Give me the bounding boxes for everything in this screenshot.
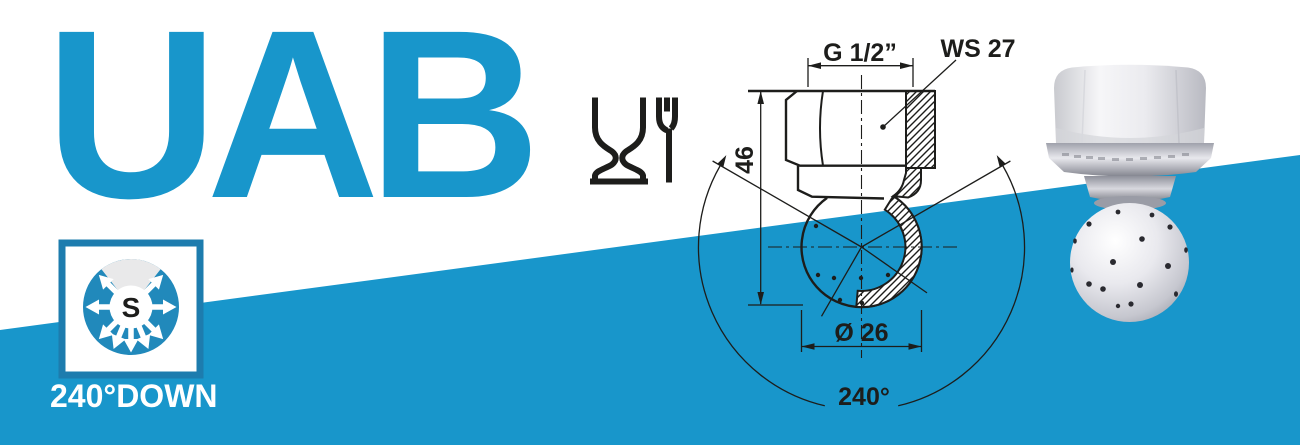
spray-pattern-icon: S <box>58 239 204 379</box>
food-safe-glass-fork-icon <box>590 97 678 185</box>
ball-holes <box>1070 209 1188 309</box>
no-spray-sector <box>101 259 161 291</box>
spray-angle-caption: 240°DOWN <box>50 378 218 414</box>
wrench-size-label: WS 27 <box>940 35 1015 63</box>
centerlines <box>712 75 1011 358</box>
glass-icon <box>590 97 648 185</box>
engraving-marks <box>1062 153 1189 161</box>
thread-size-label: G 1/2” <box>823 39 897 67</box>
wrench-size-leader <box>880 59 957 130</box>
blue-band-shape <box>0 155 1300 445</box>
thread-dimension <box>807 58 914 87</box>
height-dimension <box>748 91 803 306</box>
nozzle-type-letter: S <box>122 292 141 323</box>
badge-center <box>109 285 153 329</box>
spray-angle-arc <box>697 155 1026 407</box>
fork-icon <box>656 97 678 183</box>
technical-drawing: G 1/2” WS 27 46 Ø 26 240° <box>697 35 1026 411</box>
spray-angle-label: 240° <box>838 383 890 411</box>
hex-body-section <box>748 89 936 200</box>
product-series-title: UAB <box>45 0 541 248</box>
height-label: 46 <box>731 146 759 174</box>
diameter-dimension <box>800 310 923 352</box>
spray-holes <box>813 223 891 306</box>
product-photo <box>1046 64 1214 322</box>
ball-diameter-label: Ø 26 <box>834 319 888 347</box>
spray-ball-photo <box>1046 64 1214 322</box>
